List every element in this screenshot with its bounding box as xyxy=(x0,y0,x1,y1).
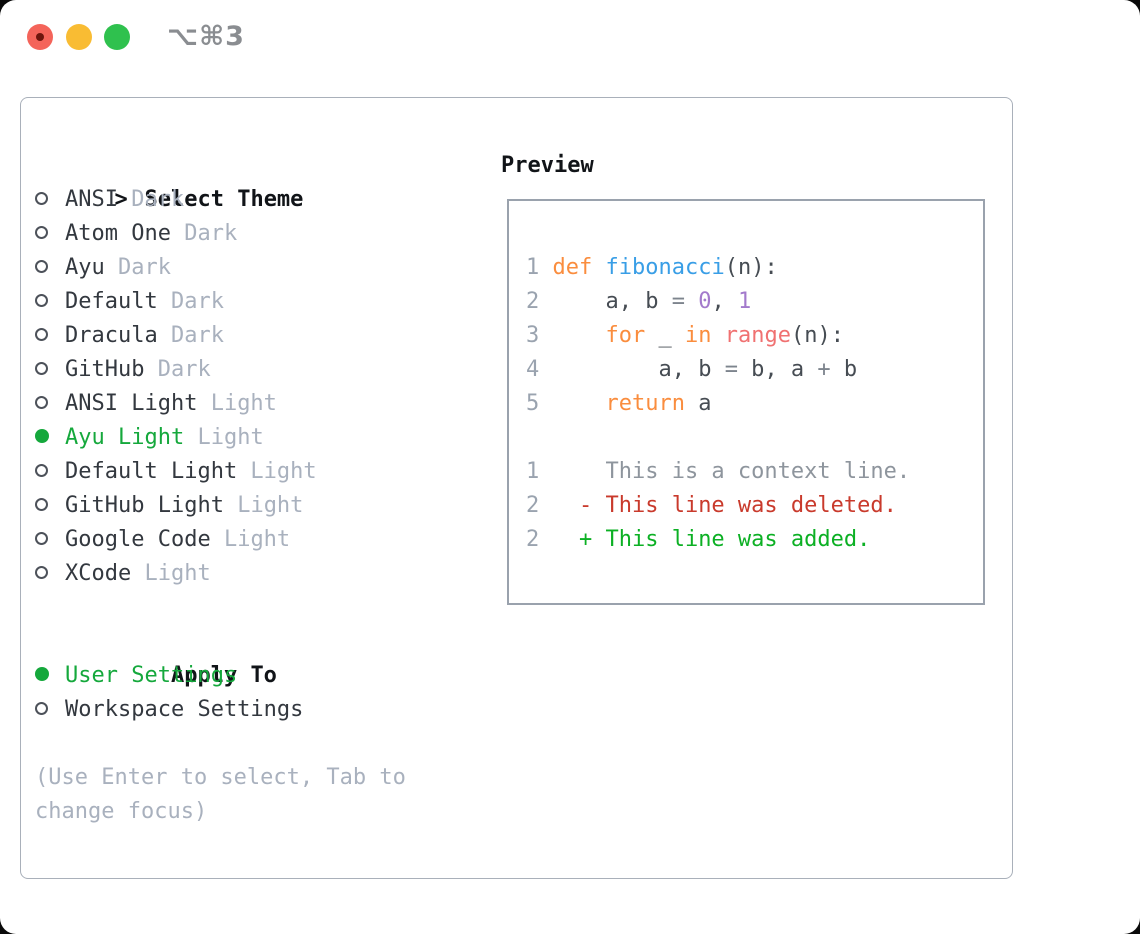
apply-to-title: Apply To xyxy=(170,663,277,688)
usage-hint: (Use Enter to select, Tab to change focu… xyxy=(35,761,500,829)
theme-variant: Dark xyxy=(104,255,171,280)
select-theme-title: Select Theme xyxy=(144,187,304,212)
line-number: 2 xyxy=(526,289,553,314)
theme-variant: Light xyxy=(131,561,211,586)
code-line: 5 return a xyxy=(526,391,712,416)
line-number: 2 xyxy=(526,493,540,518)
theme-variant: Light xyxy=(223,493,304,518)
theme-name: XCode xyxy=(65,561,132,586)
theme-option-default-light[interactable]: Default Light Light xyxy=(35,455,500,489)
theme-name: Ayu Light xyxy=(65,425,185,450)
line-number: 3 xyxy=(526,323,553,348)
radio-icon xyxy=(35,498,48,511)
radio-icon xyxy=(35,532,48,545)
selected-radio-icon xyxy=(35,429,49,443)
selected-radio-icon xyxy=(35,667,49,681)
theme-option-ansi[interactable]: ANSI Dark xyxy=(35,183,500,217)
line-number: 4 xyxy=(526,357,553,382)
diff-line-deleted: 2 - This line was deleted. xyxy=(526,493,897,518)
theme-variant: Light xyxy=(237,459,317,484)
code-line: 3 for _ in range(n): xyxy=(526,323,844,348)
code-preview: 1 def fibonacci(n): 2 a, b = 0, 1 3 for _ … xyxy=(526,251,983,421)
line-number: 2 xyxy=(526,527,540,552)
theme-option-dracula[interactable]: Dracula Dark xyxy=(35,319,500,353)
theme-variant: Dark xyxy=(157,289,224,314)
radio-icon xyxy=(35,294,48,307)
theme-name: GitHub xyxy=(65,357,145,382)
code-line: 1 def fibonacci(n): xyxy=(526,255,778,280)
minimize-button[interactable] xyxy=(66,24,92,50)
radio-icon xyxy=(35,260,48,273)
radio-icon xyxy=(35,702,48,715)
theme-option-ansi-light[interactable]: ANSI Light Light xyxy=(35,387,500,421)
theme-name: Ayu xyxy=(65,255,105,280)
apply-option-workspace-settings[interactable]: Workspace Settings xyxy=(35,693,500,727)
code-line: 4 a, b = b, a + b xyxy=(526,357,858,382)
theme-name: Google Code xyxy=(65,527,211,552)
theme-name: Atom One xyxy=(65,221,171,246)
radio-icon xyxy=(35,328,48,341)
radio-icon xyxy=(35,192,48,205)
window-titlebar: ⌥⌘3 xyxy=(0,0,1140,75)
theme-option-github-light[interactable]: GitHub Light Light xyxy=(35,489,500,523)
line-number: 5 xyxy=(526,391,553,416)
preview-column: Preview 1 def fibonacci(n): 2 a, b = 0, 1… xyxy=(501,149,1006,605)
preview-box: 1 def fibonacci(n): 2 a, b = 0, 1 3 for _ … xyxy=(507,199,985,605)
theme-variant: Dark xyxy=(157,323,224,348)
line-number: 1 xyxy=(526,255,553,280)
close-button[interactable] xyxy=(27,24,53,50)
radio-icon xyxy=(35,464,48,477)
zoom-button[interactable] xyxy=(104,24,130,50)
radio-icon xyxy=(35,566,48,579)
theme-option-ayu[interactable]: Ayu Dark xyxy=(35,251,500,285)
theme-name: GitHub Light xyxy=(65,493,224,518)
theme-name: ANSI xyxy=(65,187,118,212)
preview-title: Preview xyxy=(501,153,594,178)
theme-variant: Dark xyxy=(170,221,238,246)
select-theme-header: > Select Theme xyxy=(35,149,500,212)
radio-icon xyxy=(35,362,48,375)
hint-line: (Use Enter to select, Tab to xyxy=(35,765,406,790)
theme-option-ayu-light[interactable]: Ayu Light Light xyxy=(35,421,500,455)
hint-line: change focus) xyxy=(35,799,208,824)
diff-preview: 1 This is a context line. 2 - This line w… xyxy=(526,455,983,557)
theme-option-default[interactable]: Default Dark xyxy=(35,285,500,319)
diff-line-context: 1 This is a context line. xyxy=(526,459,911,484)
theme-variant: Light xyxy=(184,425,264,450)
apply-to-header: Apply To xyxy=(35,625,500,688)
theme-option-google-code[interactable]: Google Code Light xyxy=(35,523,500,557)
radio-icon xyxy=(35,396,48,409)
theme-name: Default xyxy=(65,289,158,314)
theme-name: ANSI Light xyxy=(65,391,198,416)
theme-option-atom-one[interactable]: Atom One Dark xyxy=(35,217,500,251)
theme-option-xcode[interactable]: XCode Light xyxy=(35,557,500,591)
theme-variant: Dark xyxy=(144,357,211,382)
keyboard-shortcut-label: ⌥⌘3 xyxy=(167,21,245,52)
theme-variant: Dark xyxy=(117,187,185,212)
theme-name: Dracula xyxy=(65,323,158,348)
theme-variant: Light xyxy=(197,391,277,416)
line-number: 1 xyxy=(526,459,540,484)
diff-line-added: 2 + This line was added. xyxy=(526,527,871,552)
radio-icon xyxy=(35,226,48,239)
option-label: User Settings xyxy=(65,663,238,688)
theme-variant: Light xyxy=(210,527,291,552)
theme-option-github[interactable]: GitHub Dark xyxy=(35,353,500,387)
option-label: Workspace Settings xyxy=(65,697,304,722)
code-line: 2 a, b = 0, 1 xyxy=(526,289,752,314)
apply-option-user-settings[interactable]: User Settings xyxy=(35,659,500,693)
cursor-prompt: > xyxy=(114,187,128,212)
theme-name: Default Light xyxy=(65,459,238,484)
